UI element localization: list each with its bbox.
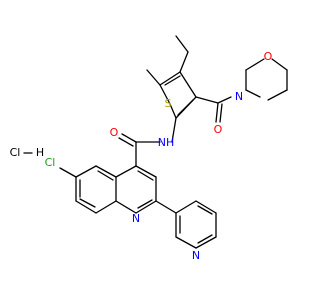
bond xyxy=(95,165,117,178)
molecule-canvas: Cl H Cl O NH S O N O N N xyxy=(9,35,288,262)
double-bond-inner xyxy=(97,170,114,181)
bond xyxy=(75,165,97,178)
bond xyxy=(245,89,261,98)
bond xyxy=(59,167,77,178)
bond xyxy=(75,200,97,214)
hcl-cl-label: Cl xyxy=(10,146,21,159)
double-bond xyxy=(118,137,134,147)
ethyl-bond xyxy=(179,51,189,73)
ethyl-bond xyxy=(175,35,189,53)
bond xyxy=(271,58,288,71)
morpholine-oxygen-label: O xyxy=(264,50,273,63)
bond xyxy=(175,236,197,249)
hcl-h-label: H xyxy=(36,146,44,159)
bond xyxy=(195,236,217,249)
amide-oxygen-label: O xyxy=(110,126,119,139)
quinoline-nitrogen-label: N xyxy=(132,212,140,225)
double-bond-inner xyxy=(164,75,181,86)
bond xyxy=(171,117,177,143)
bond xyxy=(121,133,137,143)
double-bond-inner xyxy=(79,198,96,208)
bond xyxy=(135,165,157,178)
bond xyxy=(179,71,197,98)
bond xyxy=(115,200,137,214)
bond xyxy=(267,89,288,101)
double-bond-inner xyxy=(177,99,194,116)
bond xyxy=(245,58,265,71)
bond xyxy=(195,200,217,214)
bond xyxy=(159,71,181,86)
bond xyxy=(95,200,117,214)
structure-diagram: Cl H Cl O NH S O N O N N xyxy=(10,35,288,262)
bond xyxy=(159,84,171,105)
bond xyxy=(169,103,177,119)
bond xyxy=(215,102,219,123)
bond xyxy=(195,96,219,104)
double-bond-inner xyxy=(137,199,153,209)
atom-labels: Cl H Cl O NH S O N O N N xyxy=(10,50,273,262)
double-bond-inner xyxy=(197,234,213,244)
pyridine-nitrogen-label: N xyxy=(192,249,200,262)
bond xyxy=(135,200,157,214)
cl-atom-label: Cl xyxy=(45,156,56,169)
bond xyxy=(155,200,177,214)
bond xyxy=(115,165,137,178)
bond-lines xyxy=(23,35,288,249)
thiophene-sulfur-label: S xyxy=(165,97,172,110)
methyl-bond xyxy=(146,69,161,86)
double-bond-inner xyxy=(137,170,154,181)
double-bond-inner xyxy=(197,205,213,215)
bond xyxy=(217,96,232,104)
bond xyxy=(175,200,197,214)
amide-nitrogen-label: NH xyxy=(158,136,175,149)
double-bond xyxy=(219,103,223,123)
carbonyl-oxygen-label: O xyxy=(214,123,223,136)
morpholine-nitrogen-label: N xyxy=(235,90,243,103)
